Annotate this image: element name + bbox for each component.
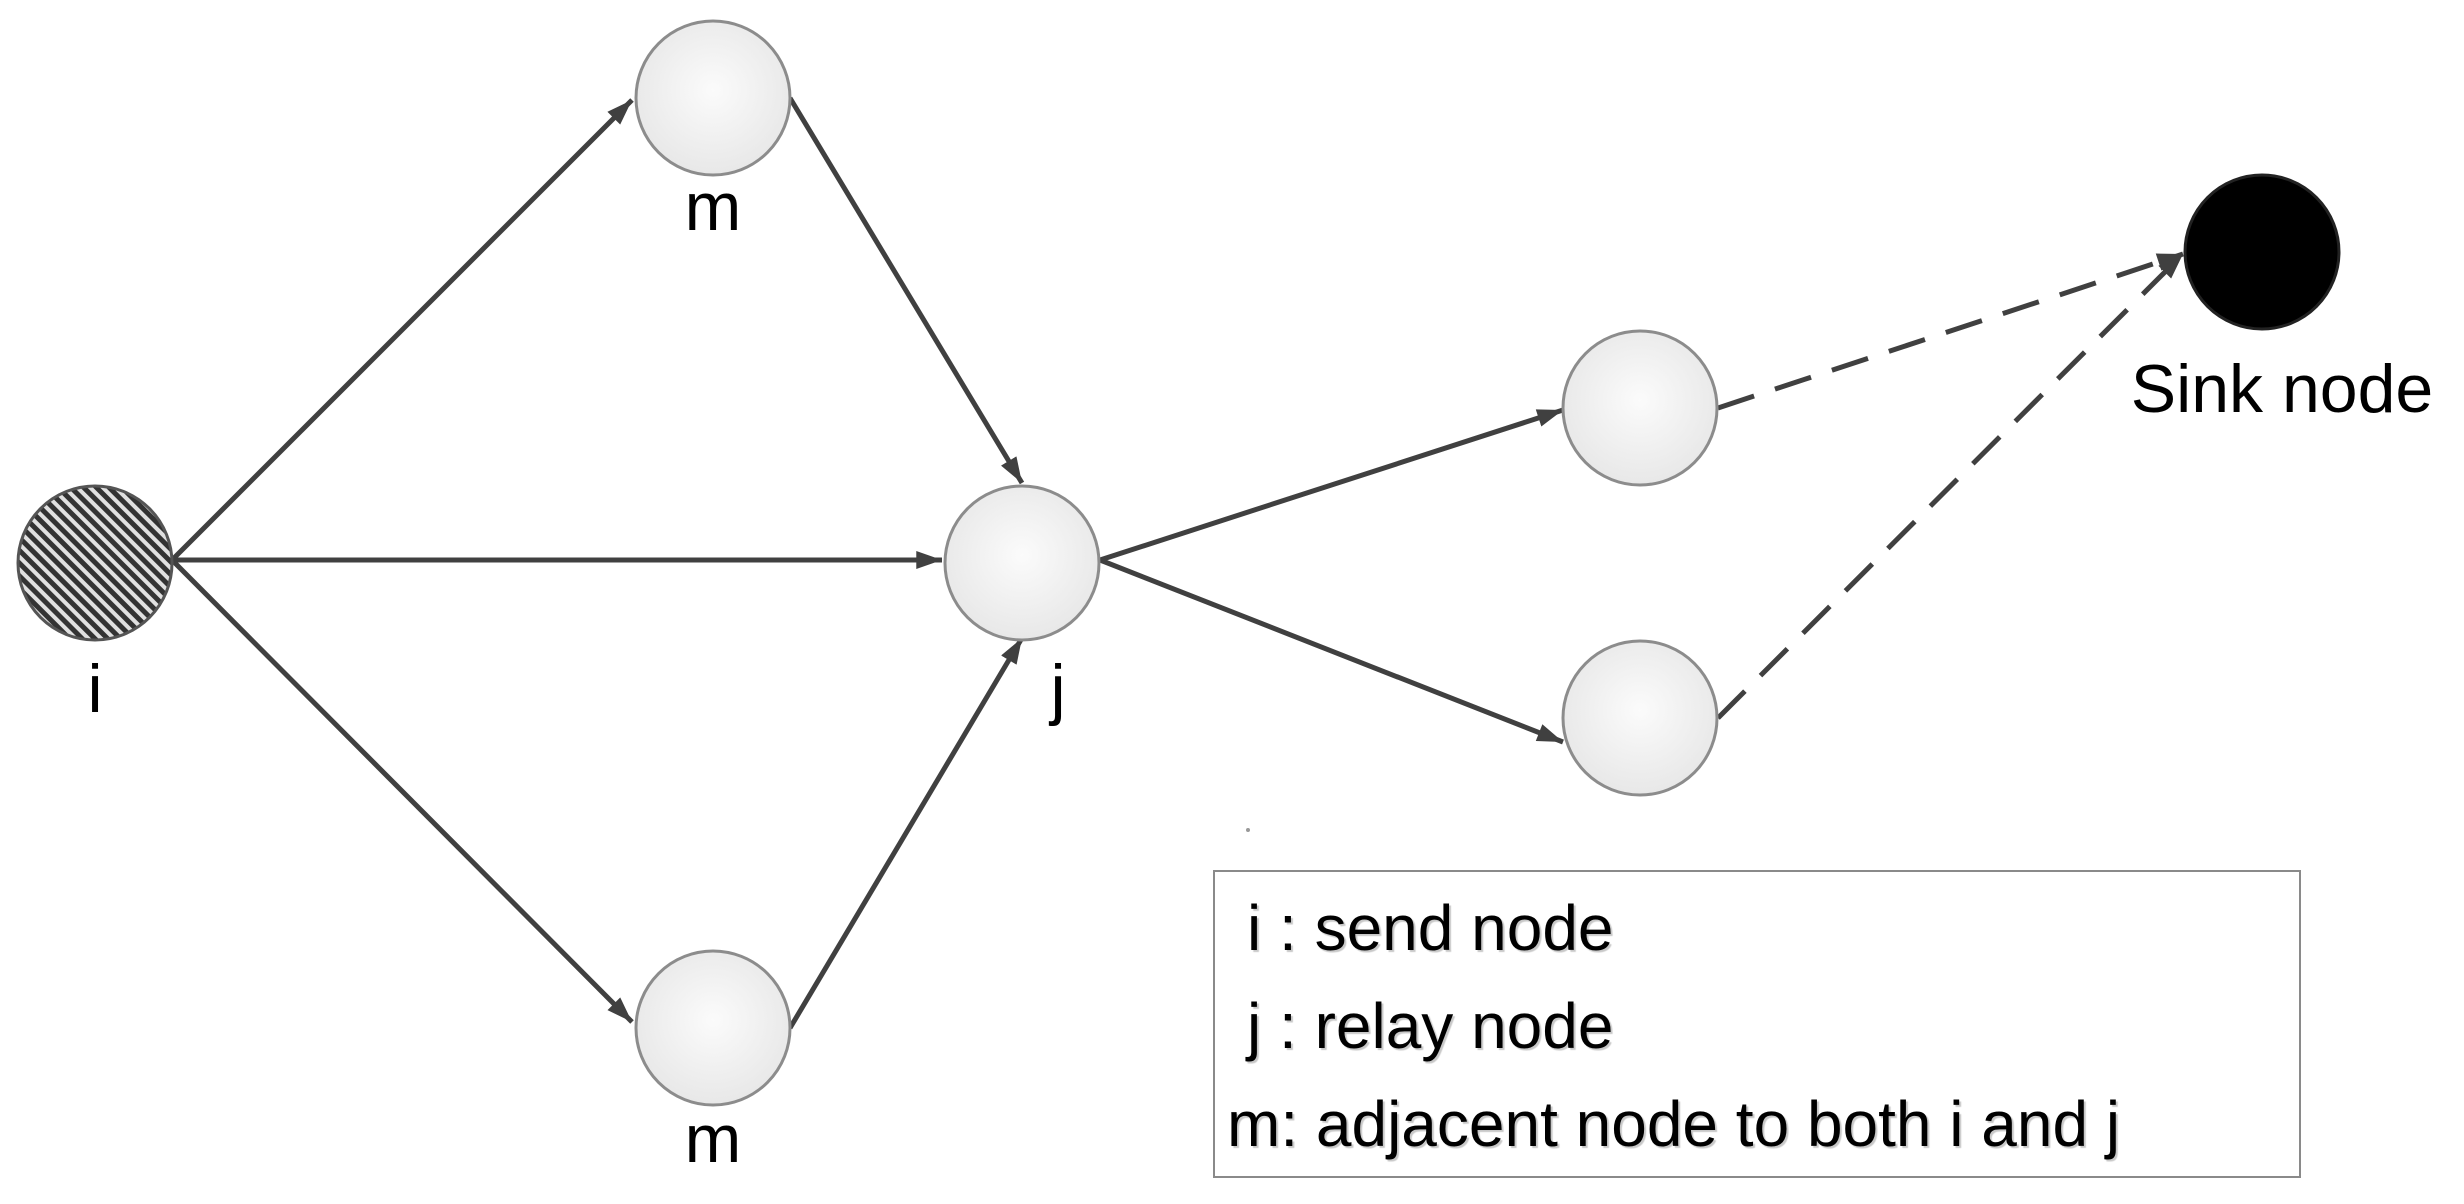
label-m-bottom: m xyxy=(685,1101,742,1177)
node-labels: i m m j Sink node xyxy=(87,169,2433,1177)
legend-line-relay-node: j : relay node xyxy=(1247,990,1614,1062)
intermediate-node-top xyxy=(1561,329,1719,487)
intermediate-node-bottom xyxy=(1561,639,1719,797)
edge-relay-top-to-sink xyxy=(1717,251,2184,411)
send-node-i xyxy=(16,484,174,642)
edge-relay-bottom-to-sink xyxy=(1716,252,2185,720)
edge-j-to-relay-top xyxy=(1099,407,1564,563)
legend-line-send-node: i : send node xyxy=(1247,892,1614,964)
edge-m-top-to-j xyxy=(787,96,1025,485)
edge-i-to-m-top xyxy=(170,98,634,562)
sink-node xyxy=(2183,173,2341,331)
edges xyxy=(170,96,1564,1030)
legend-line-adjacent-node: m: adjacent node to both i and j xyxy=(1227,1088,2121,1160)
dashed-edges xyxy=(1716,251,2185,720)
edge-j-to-relay-bottom xyxy=(1099,557,1564,745)
edge-i-to-m-bottom xyxy=(170,558,634,1024)
label-j: j xyxy=(1048,651,1065,727)
edge-m-bottom-to-j xyxy=(787,636,1025,1030)
label-sink-node: Sink node xyxy=(2131,351,2433,427)
adjacent-node-m-top xyxy=(634,19,792,177)
stray-dot xyxy=(1246,828,1250,832)
nodes xyxy=(16,19,2341,1107)
legend: i : send node j : relay node m: adjacent… xyxy=(1213,870,2301,1178)
relay-node-j xyxy=(943,484,1101,642)
adjacent-node-m-bottom xyxy=(634,949,792,1107)
label-m-top: m xyxy=(685,169,742,245)
label-i: i xyxy=(87,651,102,727)
